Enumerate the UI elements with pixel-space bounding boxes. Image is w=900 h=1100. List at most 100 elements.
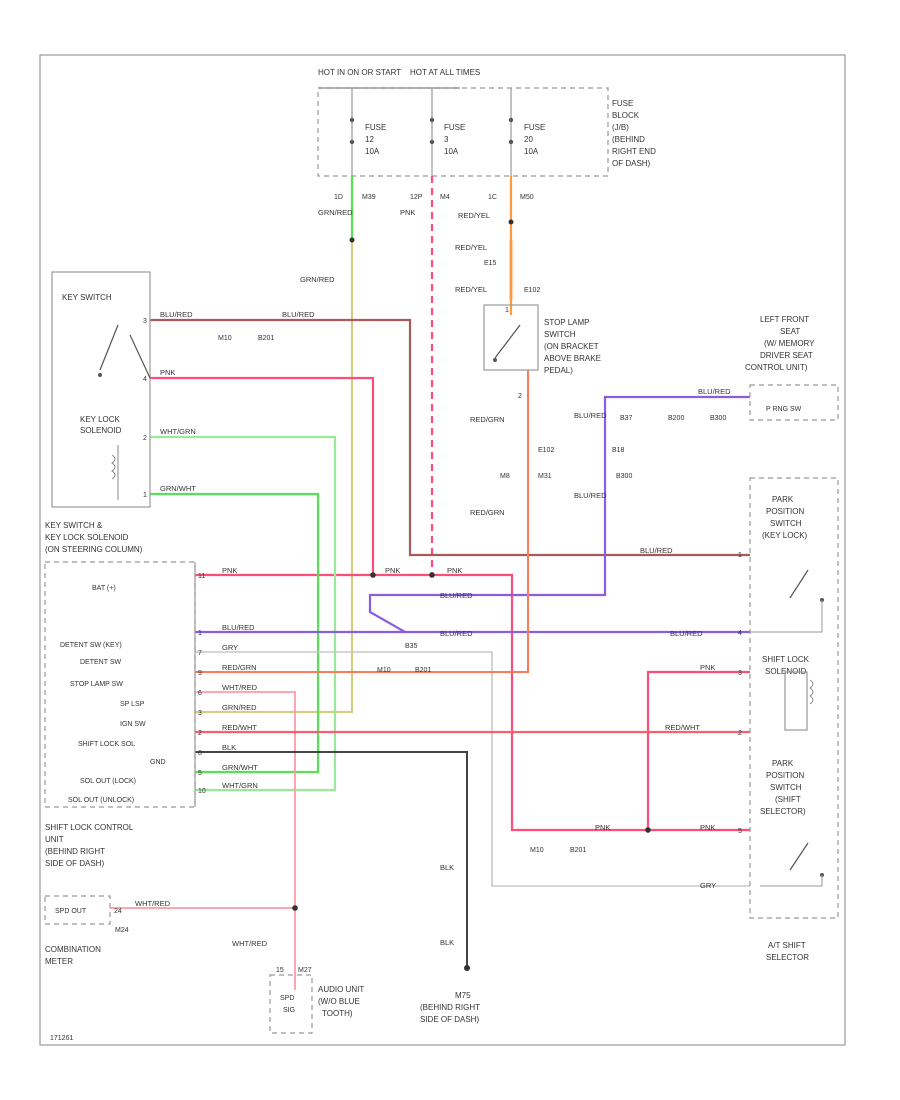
- fuse-block-label: FUSE BLOCK (J/B) (BEHIND RIGHT END OF DA…: [612, 99, 656, 168]
- combo-meter-pin: SPD OUT: [55, 908, 87, 915]
- unit-pin-number: 10: [198, 788, 206, 795]
- fuse-12-pin: 1D: [334, 194, 343, 201]
- solenoid-winding-icon: [111, 454, 116, 480]
- audio-unit-label: (W/O BLUE: [318, 997, 360, 1006]
- key-switch-contact: [99, 324, 119, 371]
- wire-label: GRN/WHT: [222, 763, 258, 772]
- ground-label: (BEHIND RIGHT: [420, 1003, 480, 1012]
- unit-label: SHIFT LOCK CONTROL: [45, 823, 134, 832]
- wire-blu-red-seat: [368, 395, 750, 633]
- wire-label: GRY: [700, 881, 716, 890]
- unit-pin-number: 5: [198, 770, 202, 777]
- wire-label: PNK: [447, 566, 462, 575]
- combination-meter: SPD OUT 24 M24 WHT/RED COMBINATION METER: [44, 895, 171, 966]
- fuse-12-amps: 10A: [365, 147, 380, 156]
- seat-unit-label: DRIVER SEAT: [760, 351, 813, 360]
- wire-label: WHT/RED: [135, 899, 171, 908]
- stop-lamp-label: ABOVE BRAKE: [544, 354, 601, 363]
- group-label: KEY SWITCH &: [45, 521, 103, 530]
- stop-lamp-label: SWITCH: [544, 330, 576, 339]
- unit-pin-number: 6: [198, 690, 202, 697]
- connector-label: E102: [524, 287, 540, 294]
- stop-lamp-contact: [494, 324, 521, 359]
- park-switch-pin: 1: [738, 552, 742, 559]
- ground-name: M75: [455, 991, 471, 1000]
- park-switch-pin: 5: [738, 828, 742, 835]
- park-switch-label: SELECTOR): [760, 807, 806, 816]
- wire-label: BLU/RED: [574, 491, 607, 500]
- unit-pin-number: 1: [198, 630, 202, 637]
- combo-meter-outline: [44, 895, 111, 925]
- key-switch-title: KEY SWITCH: [62, 293, 112, 302]
- fuse-3-connector: M4: [440, 194, 450, 201]
- park-switch-label: SWITCH: [770, 519, 802, 528]
- park-switch-label: POSITION: [766, 771, 804, 780]
- wire-label: PNK: [385, 566, 400, 575]
- key-switch-outline: [51, 271, 151, 508]
- hot-at-all-times-label: HOT AT ALL TIMES: [410, 68, 480, 77]
- fuse-block-outline: [317, 87, 609, 177]
- wire-label: PNK: [222, 566, 237, 575]
- unit-pin-name: SOL OUT (LOCK): [80, 778, 136, 785]
- unit-pin-name: DETENT SW: [80, 659, 121, 666]
- wire-label: RED/YEL: [455, 243, 487, 252]
- unit-pin-number: 2: [198, 730, 202, 737]
- wire-label: WHT/GRN: [222, 781, 258, 790]
- seat-unit-outline: [749, 384, 839, 421]
- wire-label: PNK: [160, 368, 175, 377]
- seat-unit-label: LEFT FRONT: [760, 315, 809, 324]
- audio-pin: 15: [276, 967, 284, 974]
- wire-wht-red: [195, 691, 296, 990]
- wire-label: BLU/RED: [698, 387, 731, 396]
- unit-pin-number: 8: [198, 750, 202, 757]
- connector-label: M27: [298, 967, 312, 974]
- key-switch: KEY SWITCH KEY LOCK SOLENOID 3 4 2 1 BLU…: [51, 271, 315, 508]
- wire-label: WHT/GRN: [160, 427, 196, 436]
- wire-label: RED/YEL: [455, 285, 487, 294]
- wire-label: PNK: [400, 208, 415, 217]
- fuse-12-name: FUSE: [365, 123, 386, 132]
- key-switch-arm: [129, 334, 151, 379]
- wire-wht-grn: [150, 435, 337, 792]
- wire-label: BLK: [440, 938, 454, 947]
- unit-pin-name: STOP LAMP SW: [70, 681, 123, 688]
- seat-unit-label: (W/ MEMORY: [764, 339, 815, 348]
- unit-label: SIDE OF DASH): [45, 859, 104, 868]
- park-switch-label: PARK: [772, 495, 794, 504]
- unit-pin-name: SP LSP: [120, 701, 145, 708]
- connector-label: M10: [377, 667, 391, 674]
- fuse-3-pin: 12P: [410, 194, 423, 201]
- fuse-3-name: FUSE: [444, 123, 465, 132]
- wire-label: WHT/RED: [222, 683, 258, 692]
- fuse-block-label-line: RIGHT END: [612, 147, 656, 156]
- shift-lock-solenoid-outline: [784, 671, 808, 731]
- key-switch-pin: 3: [143, 318, 147, 325]
- park-switch-contact: [789, 842, 809, 871]
- hot-on-start-label: HOT IN ON OR START: [318, 68, 401, 77]
- at-selector-label: A/T SHIFT: [768, 941, 806, 950]
- fuse-block-label-line: (BEHIND: [612, 135, 645, 144]
- audio-unit: WHT/RED 15 M27 SPD SIG AUDIO UNIT (W/O B…: [232, 939, 364, 1034]
- audio-pin-label: SIG: [283, 1007, 295, 1014]
- seat-unit-pin: P RNG SW: [766, 406, 802, 413]
- connector-label: M8: [500, 473, 510, 480]
- wire-label: GRN/WHT: [160, 484, 196, 493]
- connector-label: B18: [612, 447, 625, 454]
- fuse-block-label-line: (J/B): [612, 123, 629, 132]
- ground-label: SIDE OF DASH): [420, 1015, 479, 1024]
- combo-meter-label: METER: [45, 957, 73, 966]
- left-front-seat-unit: LEFT FRONT SEAT (W/ MEMORY DRIVER SEAT C…: [574, 315, 839, 500]
- combo-meter-label: COMBINATION: [45, 945, 101, 954]
- unit-pin-name: DETENT SW (KEY): [60, 642, 122, 649]
- park-switch-label: SWITCH: [770, 783, 802, 792]
- fuse-3: FUSE 3 10A: [429, 88, 465, 176]
- fuse-12: FUSE 12 10A: [349, 88, 386, 176]
- unit-pin-number: 3: [198, 710, 202, 717]
- fuse-12-number: 12: [365, 135, 374, 144]
- connector-label: B300: [710, 415, 726, 422]
- stop-lamp-outline: [483, 304, 539, 371]
- wires: [110, 176, 750, 990]
- wire-label: BLU/RED: [640, 546, 673, 555]
- park-switch-pin: 4: [738, 630, 742, 637]
- connector-label: B200: [668, 415, 684, 422]
